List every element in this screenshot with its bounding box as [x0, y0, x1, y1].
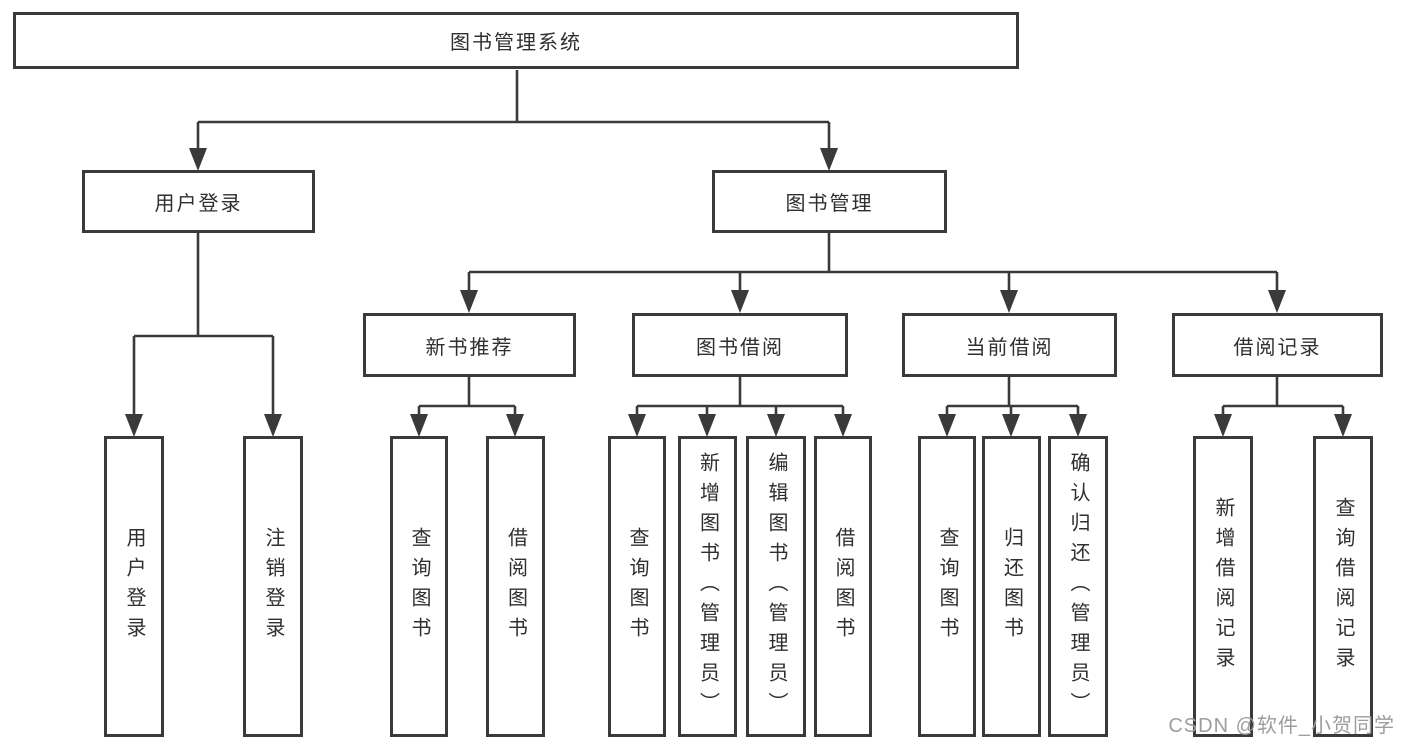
node-user-login: 用户登录 — [82, 170, 315, 233]
node-library-system-label: 图书管理系统 — [450, 32, 582, 54]
node-leaf-query-book-1-label: 查询图书 — [408, 526, 430, 647]
node-leaf-query-book-2: 查询图书 — [608, 436, 666, 737]
node-book-borrow: 图书借阅 — [632, 313, 848, 377]
node-leaf-query-book-3-label: 查询图书 — [936, 526, 958, 647]
watermark-text: CSDN @软件_小贺同学 — [1168, 715, 1395, 737]
node-leaf-query-book-1: 查询图书 — [390, 436, 448, 737]
node-borrow-record: 借阅记录 — [1172, 313, 1383, 377]
node-leaf-logout-label: 注销登录 — [262, 526, 284, 647]
node-leaf-return-book: 归还图书 — [982, 436, 1041, 737]
node-new-book-recommend-label: 新书推荐 — [425, 336, 514, 359]
node-leaf-confirm-return-admin: 确认归还（管理员） — [1048, 436, 1108, 737]
node-leaf-logout: 注销登录 — [243, 436, 303, 737]
node-current-borrow-label: 当前借阅 — [965, 336, 1054, 359]
node-leaf-user-login: 用户登录 — [104, 436, 164, 737]
node-leaf-add-borrow-record: 新增借阅记录 — [1193, 436, 1253, 737]
node-leaf-query-book-3: 查询图书 — [918, 436, 976, 737]
node-leaf-add-book-admin-label: 新增图书（管理员） — [696, 451, 719, 722]
node-leaf-borrow-book-2-label: 借阅图书 — [832, 526, 854, 647]
node-book-management-label: 图书管理 — [785, 193, 874, 215]
node-leaf-add-book-admin: 新增图书（管理员） — [678, 436, 737, 737]
node-leaf-confirm-return-admin-label: 确认归还（管理员） — [1067, 451, 1089, 722]
node-new-book-recommend: 新书推荐 — [363, 313, 576, 377]
node-leaf-borrow-book-2: 借阅图书 — [814, 436, 872, 737]
node-borrow-record-label: 借阅记录 — [1233, 336, 1322, 359]
node-leaf-borrow-book-1-label: 借阅图书 — [504, 526, 527, 647]
node-book-management: 图书管理 — [712, 170, 947, 233]
node-leaf-query-book-2-label: 查询图书 — [626, 526, 648, 647]
node-library-system: 图书管理系统 — [13, 12, 1019, 69]
node-leaf-edit-book-admin-label: 编辑图书（管理员） — [765, 451, 787, 722]
node-user-login-label: 用户登录 — [154, 193, 243, 215]
node-current-borrow: 当前借阅 — [902, 313, 1117, 377]
node-leaf-borrow-book-1: 借阅图书 — [486, 436, 545, 737]
node-leaf-query-borrow-record-label: 查询借阅记录 — [1332, 496, 1354, 677]
node-book-borrow-label: 图书借阅 — [696, 336, 784, 359]
node-leaf-return-book-label: 归还图书 — [1000, 526, 1023, 647]
node-leaf-add-borrow-record-label: 新增借阅记录 — [1212, 496, 1234, 677]
node-leaf-user-login-label: 用户登录 — [123, 526, 145, 647]
node-leaf-edit-book-admin: 编辑图书（管理员） — [746, 436, 806, 737]
node-leaf-query-borrow-record: 查询借阅记录 — [1313, 436, 1373, 737]
